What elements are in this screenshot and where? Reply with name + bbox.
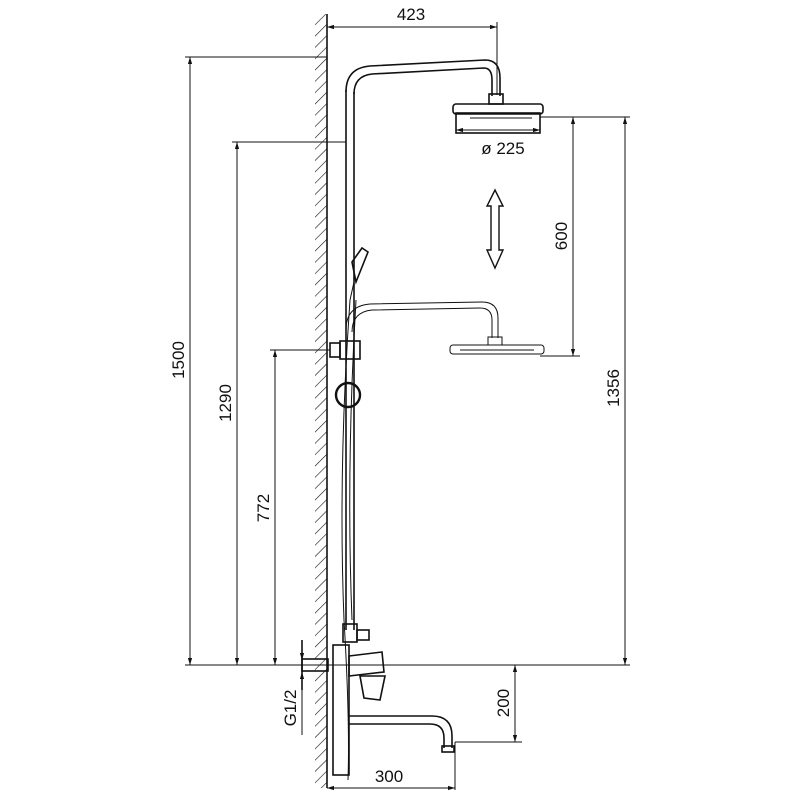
wall xyxy=(315,14,328,788)
hand-shower xyxy=(349,246,369,301)
dim-holder-height: 772 xyxy=(254,494,273,522)
dim-bar-height: 1290 xyxy=(216,384,235,422)
dim-spout-reach: 300 xyxy=(375,767,403,786)
dim-thread: G1/2 xyxy=(281,690,300,727)
dim-adjust-range: 600 xyxy=(552,222,571,250)
mixer-body xyxy=(301,640,386,776)
dim-overall-height: 1500 xyxy=(169,341,188,379)
dim-head-height-low: 1356 xyxy=(604,369,623,407)
dim-head-diameter: ø 225 xyxy=(481,139,524,158)
shower-head-upper xyxy=(452,103,544,134)
diverter xyxy=(342,623,370,643)
slider-knob xyxy=(334,381,362,409)
wall-bracket xyxy=(329,340,361,360)
shower-arm-lower xyxy=(345,301,545,355)
height-adjust-arrow-icon xyxy=(485,188,505,270)
extension-lines xyxy=(185,22,630,790)
dimension-lines xyxy=(187,24,628,791)
spout xyxy=(349,715,455,753)
dim-spout-drop: 200 xyxy=(494,689,513,717)
dim-top-width: 423 xyxy=(397,5,425,24)
